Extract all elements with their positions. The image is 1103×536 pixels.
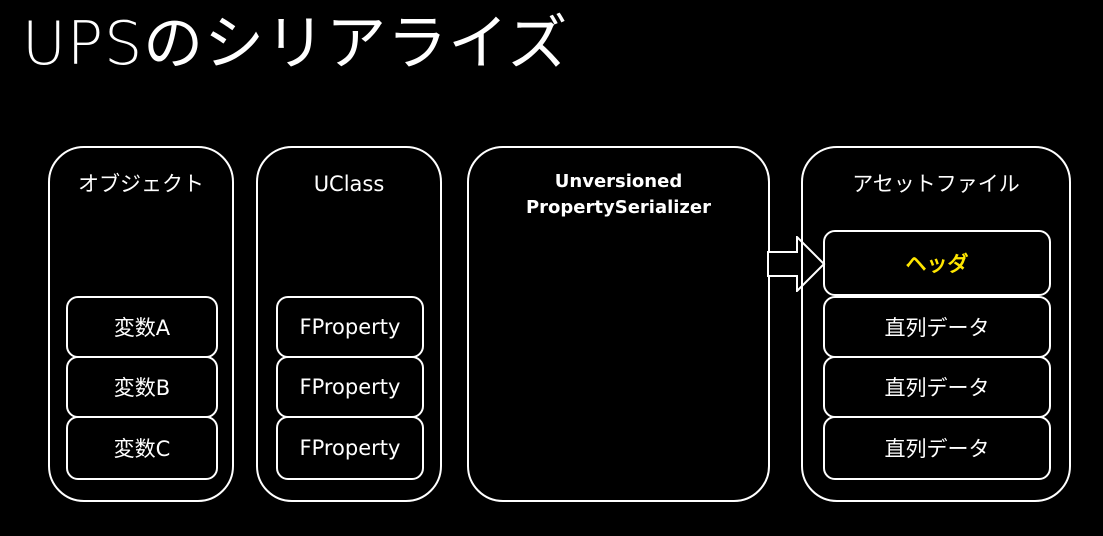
serializer-panel-label-line1: Unversioned bbox=[554, 171, 683, 192]
serializer-panel: Unversioned PropertySerializer bbox=[467, 146, 770, 502]
object-panel: オブジェクト 変数A 変数B 変数C bbox=[48, 146, 234, 502]
asset-file-panel-label: アセットファイル bbox=[852, 172, 1020, 196]
variable-a-cell: 変数A bbox=[66, 296, 218, 358]
serializer-panel-label-line2: PropertySerializer bbox=[525, 197, 711, 218]
variable-b-cell: 変数B bbox=[66, 356, 218, 418]
fproperty-cell-1: FProperty bbox=[276, 296, 424, 358]
fproperty-cell-3: FProperty bbox=[276, 416, 424, 480]
header-cell: ヘッダ bbox=[823, 230, 1051, 296]
variable-c-cell: 変数C bbox=[66, 416, 218, 480]
asset-file-panel: アセットファイル ヘッダ 直列データ 直列データ 直列データ bbox=[801, 146, 1071, 502]
uclass-panel-label: UClass bbox=[313, 172, 385, 196]
slide-title: UPSのシリアライズ bbox=[22, 9, 569, 79]
serialized-data-cell-3: 直列データ bbox=[823, 416, 1051, 480]
serialized-data-cell-1: 直列データ bbox=[823, 296, 1051, 358]
uclass-panel: UClass FProperty FProperty FProperty bbox=[256, 146, 442, 502]
fproperty-cell-2: FProperty bbox=[276, 356, 424, 418]
object-panel-label: オブジェクト bbox=[78, 172, 204, 196]
serialized-data-cell-2: 直列データ bbox=[823, 356, 1051, 418]
right-arrow-icon bbox=[767, 236, 826, 292]
